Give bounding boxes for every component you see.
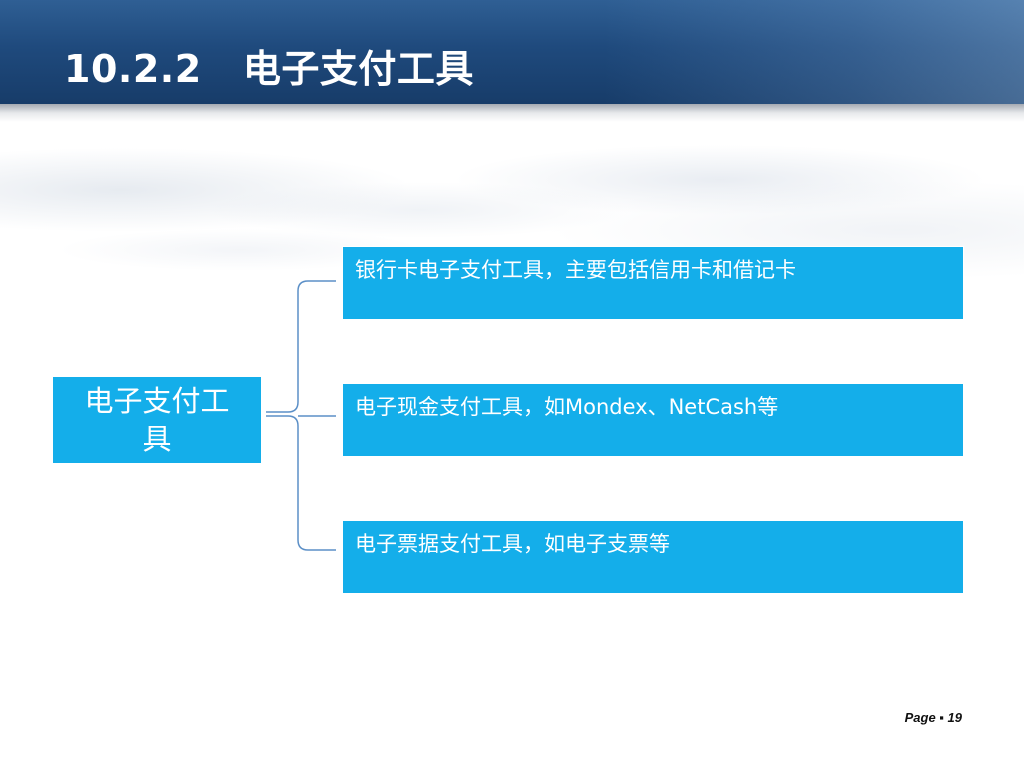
root-node-label: 电子支付工具 xyxy=(84,384,230,456)
branch-label: 银行卡电子支付工具，主要包括信用卡和借记卡 xyxy=(355,258,796,282)
branch-label: 电子现金支付工具，如Mondex、NetCash等 xyxy=(355,395,779,419)
header-band: 10.2.2 电子支付工具 xyxy=(0,0,1024,104)
root-node-box: 电子支付工具 xyxy=(52,376,262,464)
page-title: 10.2.2 电子支付工具 xyxy=(64,47,474,91)
page-number: Page ▪ 19 xyxy=(904,710,962,725)
branch-box-bank-card: 银行卡电子支付工具，主要包括信用卡和借记卡 xyxy=(342,246,964,320)
header-shadow xyxy=(0,104,1024,122)
branch-box-e-cash: 电子现金支付工具，如Mondex、NetCash等 xyxy=(342,383,964,457)
branch-box-e-check: 电子票据支付工具，如电子支票等 xyxy=(342,520,964,594)
branch-label: 电子票据支付工具，如电子支票等 xyxy=(355,532,670,556)
